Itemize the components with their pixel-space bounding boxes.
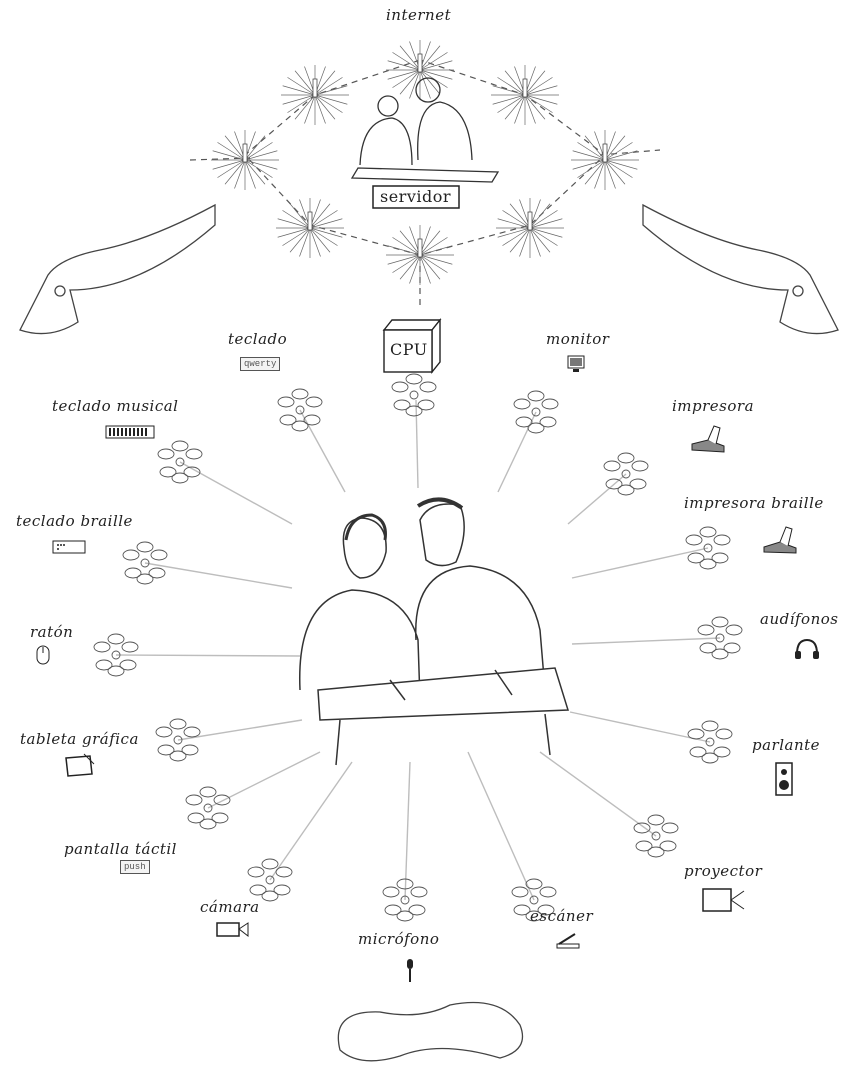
server-label: servidor: [380, 187, 452, 206]
left-banner: [19, 203, 216, 335]
network-hub-2: [281, 65, 349, 125]
flower-escaner: [511, 878, 557, 922]
connection-line-tableta-grafica: [177, 719, 303, 741]
cpu-label: CPU: [390, 340, 428, 359]
flower-raton: [93, 633, 139, 677]
central-users-illustration: [299, 497, 570, 766]
connection-line-teclado-braille: [144, 562, 293, 589]
connection-line-teclado: [299, 409, 346, 493]
connection-line-pantalla-tactil: [207, 751, 321, 809]
flower-monitor: [513, 390, 559, 434]
flower-impresora: [603, 452, 649, 496]
piano-keyboard-icon: [105, 424, 155, 443]
braille-keyboard-icon: [52, 539, 86, 558]
keyboard-icon: qwerty: [240, 357, 281, 371]
connection-line-cpu: [415, 399, 419, 489]
device-label-teclado-musical: teclado musical: [52, 397, 179, 415]
device-label-impresora: impresora: [672, 397, 755, 415]
device-label-parlante: parlante: [752, 736, 821, 754]
connection-line-microfono: [404, 761, 411, 901]
flower-proyector: [633, 814, 679, 858]
right-banner: [642, 203, 839, 335]
server-box: [372, 185, 460, 209]
flower-camara: [247, 858, 293, 902]
connection-line-escaner: [467, 751, 535, 901]
connection-line-proyector: [539, 751, 657, 837]
flower-tableta-grafica: [155, 718, 201, 762]
network-hub-5: [571, 130, 639, 190]
printer-icon: [690, 424, 730, 458]
connection-line-audifonos: [571, 637, 721, 645]
connection-line-camara: [269, 761, 353, 881]
device-label-impresora-braille: impresora braille: [684, 494, 824, 512]
device-label-camara: cámara: [200, 898, 260, 916]
floor-puddle: [337, 1001, 524, 1062]
network-hub-8: [496, 198, 564, 258]
network-links: [189, 59, 661, 310]
network-hubs: [211, 40, 639, 285]
scanner-icon: [555, 932, 581, 954]
device-label-pantalla-tactil: pantalla táctil: [64, 840, 177, 858]
server-users-illustration: [350, 77, 500, 183]
device-label-tableta-grafica: tableta gráfica: [20, 730, 139, 748]
device-connection-lines: [115, 399, 721, 901]
device-label-escaner: escáner: [530, 907, 594, 925]
touchscreen-icon: push: [120, 860, 150, 874]
mouse-icon: [36, 645, 50, 669]
network-hub-3: [491, 65, 559, 125]
headphones-icon: [794, 638, 820, 664]
connection-line-parlante: [569, 711, 711, 743]
network-hub-6: [276, 198, 344, 258]
flower-teclado-musical: [157, 440, 203, 484]
network-hub-7: [386, 225, 454, 285]
device-label-audifonos: audífonos: [760, 610, 839, 628]
connection-line-teclado-musical: [179, 461, 293, 525]
projector-icon: [702, 887, 746, 917]
connection-line-raton: [115, 654, 301, 657]
flower-teclado: [277, 388, 323, 432]
flower-impresora-braille: [685, 526, 731, 570]
flower-audifonos: [697, 616, 743, 660]
device-label-proyector: proyector: [684, 862, 763, 880]
flower-cpu: [391, 373, 437, 417]
tablet-icon: [64, 752, 98, 782]
device-label-teclado: teclado: [228, 330, 288, 348]
device-label-raton: ratón: [30, 623, 74, 641]
camera-icon: [216, 920, 250, 942]
device-label-monitor: monitor: [546, 330, 610, 348]
internet-label: internet: [386, 6, 452, 24]
connection-line-impresora-braille: [571, 547, 709, 579]
network-hub-1: [386, 40, 454, 100]
cpu-icon: [382, 318, 442, 374]
device-label-teclado-braille: teclado braille: [16, 512, 133, 530]
braille-printer-icon: [762, 525, 802, 559]
connection-line-impresora: [567, 473, 627, 525]
flower-pantalla-tactil: [185, 786, 231, 830]
speaker-icon: [775, 762, 793, 800]
microphone-icon: [405, 958, 415, 988]
flower-teclado-braille: [122, 541, 168, 585]
device-label-microfono: micrófono: [358, 930, 440, 948]
flower-microfono: [382, 878, 428, 922]
network-hub-4: [211, 130, 279, 190]
flower-ornaments: [93, 373, 743, 922]
flower-parlante: [687, 720, 733, 764]
monitor-icon: [567, 355, 585, 377]
